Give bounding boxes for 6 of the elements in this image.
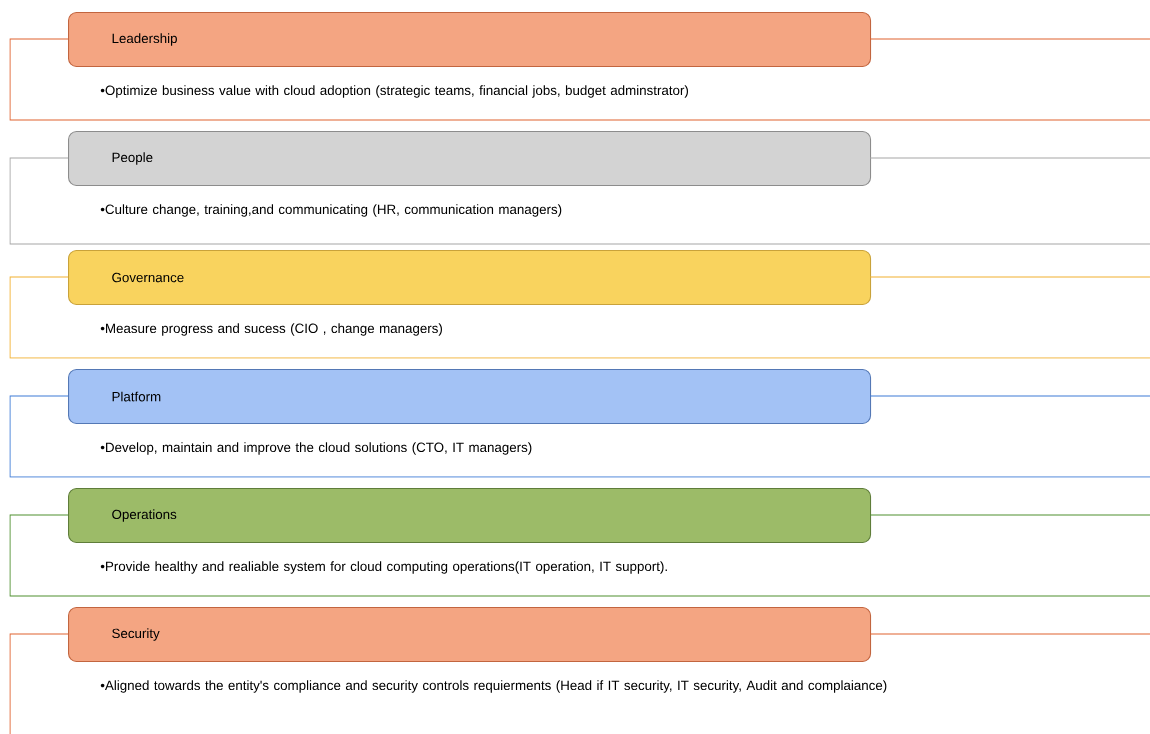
header-box: Leadership xyxy=(68,12,872,68)
header-box: Platform xyxy=(68,369,872,425)
header-box: Security xyxy=(68,607,872,663)
header-box: People xyxy=(68,131,872,187)
header-box: Operations xyxy=(68,488,872,544)
header-box: Governance xyxy=(68,250,872,306)
